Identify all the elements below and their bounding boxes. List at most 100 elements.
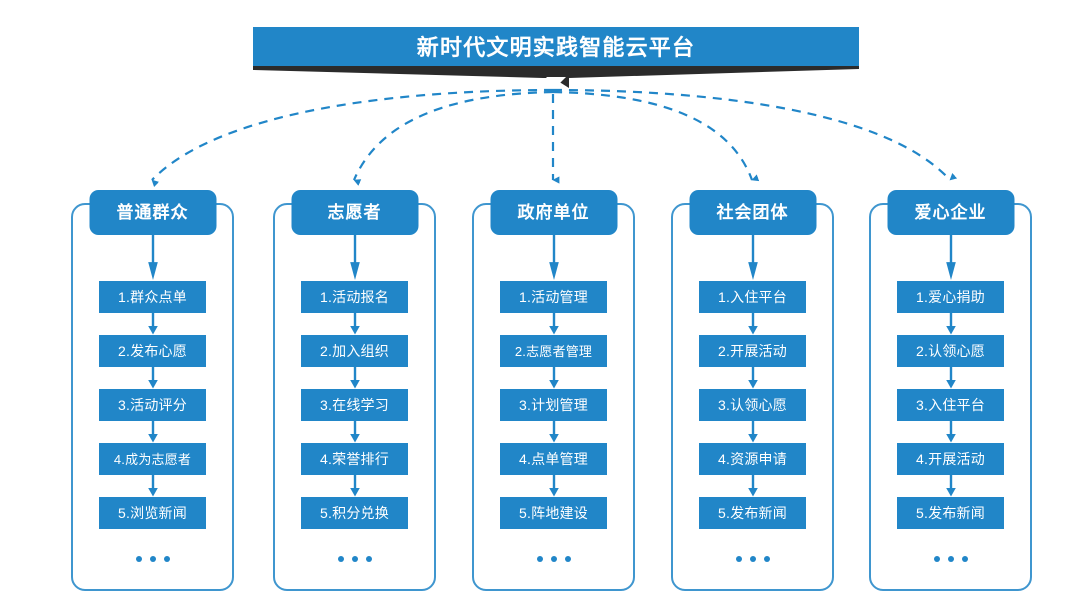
flow-arrow-icon: [945, 235, 956, 280]
role-column-enterprise: 1.爱心捐助 2.认领心愿 3.入住平台 4.开展活动 5.发布新闻爱心企业: [869, 190, 1032, 591]
step-label: 1.活动管理: [519, 289, 588, 305]
step-box[interactable]: 2.加入组织: [301, 335, 408, 367]
step-box[interactable]: 3.在线学习: [301, 389, 408, 421]
ellipsis-dot: [749, 556, 756, 562]
step-label: 1.活动报名: [320, 289, 389, 305]
banner-shadow-ribbon: [253, 66, 859, 88]
flow-arrow-icon: [349, 421, 360, 443]
flow-arrow-icon: [945, 313, 956, 335]
flow-arrow-icon: [349, 475, 360, 497]
step-box[interactable]: 3.计划管理: [500, 389, 607, 421]
step-box[interactable]: 4.荣誉排行: [301, 443, 408, 475]
flow-arrow-icon: [147, 367, 158, 389]
flow-arrow-icon: [945, 475, 956, 497]
flow-arrow-icon: [945, 421, 956, 443]
flow-arrow-icon: [147, 475, 158, 497]
step-box[interactable]: 3.认领心愿: [699, 389, 806, 421]
step-label: 5.阵地建设: [519, 505, 588, 521]
step-label: 2.开展活动: [718, 343, 787, 359]
page-title: 新时代文明实践智能云平台: [416, 34, 696, 60]
step-box[interactable]: 4.资源申请: [699, 443, 806, 475]
role-column-steps-government: 1.活动管理 2.志愿者管理 3.计划管理 4.点单管理 5.阵地建设: [472, 235, 635, 591]
step-label: 3.认领心愿: [718, 397, 787, 413]
platform-title-bar: 新时代文明实践智能云平台: [253, 27, 859, 68]
flow-arrow-icon: [349, 313, 360, 335]
step-box[interactable]: 4.点单管理: [500, 443, 607, 475]
step-box[interactable]: 5.浏览新闻: [99, 497, 206, 529]
connector-to-public: [151, 88, 554, 188]
flow-arrow-icon: [548, 313, 559, 335]
step-label: 2.发布心愿: [118, 343, 187, 359]
platform-title-banner: 新时代文明实践智能云平台: [253, 27, 859, 68]
step-label: 3.入住平台: [916, 397, 985, 413]
more-steps-ellipsis[interactable]: [933, 556, 968, 562]
flow-arrow-icon: [747, 235, 758, 280]
step-label: 5.积分兑换: [320, 505, 389, 521]
step-box[interactable]: 3.入住平台: [897, 389, 1004, 421]
step-box[interactable]: 5.发布新闻: [699, 497, 806, 529]
step-box[interactable]: 1.入住平台: [699, 281, 806, 313]
step-label: 2.加入组织: [320, 343, 389, 359]
ellipsis-dot: [163, 556, 170, 562]
flow-arrow-icon: [747, 367, 758, 389]
step-box[interactable]: 5.阵地建设: [500, 497, 607, 529]
role-column-volunteer: 1.活动报名 2.加入组织 3.在线学习 4.荣誉排行 5.积分兑换 志愿者: [273, 190, 436, 591]
ellipsis-dot: [351, 556, 358, 562]
step-label: 5.浏览新闻: [118, 505, 187, 521]
step-box[interactable]: 4.成为志愿者: [99, 443, 206, 475]
more-steps-ellipsis[interactable]: [536, 556, 571, 562]
more-steps-ellipsis[interactable]: [337, 556, 372, 562]
role-column-steps-public: 1.群众点单 2.发布心愿 3.活动评分 4.成为志愿者 5.浏览新闻: [71, 235, 234, 591]
step-box[interactable]: 2.认领心愿: [897, 335, 1004, 367]
more-steps-ellipsis[interactable]: [735, 556, 770, 562]
flow-arrow-icon: [747, 475, 758, 497]
connector-to-enterprise: [552, 88, 958, 181]
more-steps-ellipsis[interactable]: [135, 556, 170, 562]
step-label: 4.点单管理: [519, 451, 588, 467]
role-column-social-group: 1.入住平台 2.开展活动 3.认领心愿 4.资源申请 5.发布新闻 社会团体: [671, 190, 834, 591]
flow-arrow-icon: [548, 367, 559, 389]
step-label: 5.发布新闻: [916, 505, 985, 521]
step-box[interactable]: 3.活动评分: [99, 389, 206, 421]
step-label: 4.荣誉排行: [320, 451, 389, 467]
step-label: 2.志愿者管理: [514, 343, 593, 359]
role-column-title: 普通群众: [116, 203, 189, 222]
role-column-header-government[interactable]: 政府单位: [490, 190, 617, 235]
role-column-header-volunteer[interactable]: 志愿者: [291, 190, 418, 235]
role-column-header-enterprise[interactable]: 爱心企业: [887, 190, 1014, 235]
step-box[interactable]: 1.活动报名: [301, 281, 408, 313]
step-box[interactable]: 2.发布心愿: [99, 335, 206, 367]
ellipsis-dot: [550, 556, 557, 562]
ellipsis-dot: [135, 556, 142, 562]
step-label: 3.在线学习: [320, 397, 389, 413]
step-box[interactable]: 2.开展活动: [699, 335, 806, 367]
flow-arrow-icon: [349, 235, 360, 280]
step-box[interactable]: 5.积分兑换: [301, 497, 408, 529]
step-box[interactable]: 1.爱心捐助: [897, 281, 1004, 313]
role-column-header-social-group[interactable]: 社会团体: [689, 190, 816, 235]
flow-arrow-icon: [747, 313, 758, 335]
ellipsis-dot: [337, 556, 344, 562]
connector-to-social-group: [552, 90, 760, 182]
ellipsis-dot: [961, 556, 968, 562]
step-box[interactable]: 4.开展活动: [897, 443, 1004, 475]
step-label: 4.资源申请: [718, 451, 787, 467]
role-column-title: 政府单位: [517, 203, 590, 222]
ellipsis-dot: [536, 556, 543, 562]
role-column-header-public[interactable]: 普通群众: [89, 190, 216, 235]
step-box[interactable]: 1.活动管理: [500, 281, 607, 313]
step-label: 2.认领心愿: [916, 343, 985, 359]
step-box[interactable]: 2.志愿者管理: [500, 335, 607, 367]
role-column-title: 社会团体: [716, 203, 789, 222]
ellipsis-dot: [947, 556, 954, 562]
ellipsis-dot: [735, 556, 742, 562]
role-column-title: 爱心企业: [914, 203, 987, 222]
ellipsis-dot: [763, 556, 770, 562]
step-box[interactable]: 5.发布新闻: [897, 497, 1004, 529]
flow-arrow-icon: [147, 313, 158, 335]
connector-to-volunteer: [352, 90, 554, 186]
role-column-government: 1.活动管理 2.志愿者管理 3.计划管理 4.点单管理 5.阵地建设政府单位: [472, 190, 635, 591]
flow-arrow-icon: [548, 475, 559, 497]
step-box[interactable]: 1.群众点单: [99, 281, 206, 313]
